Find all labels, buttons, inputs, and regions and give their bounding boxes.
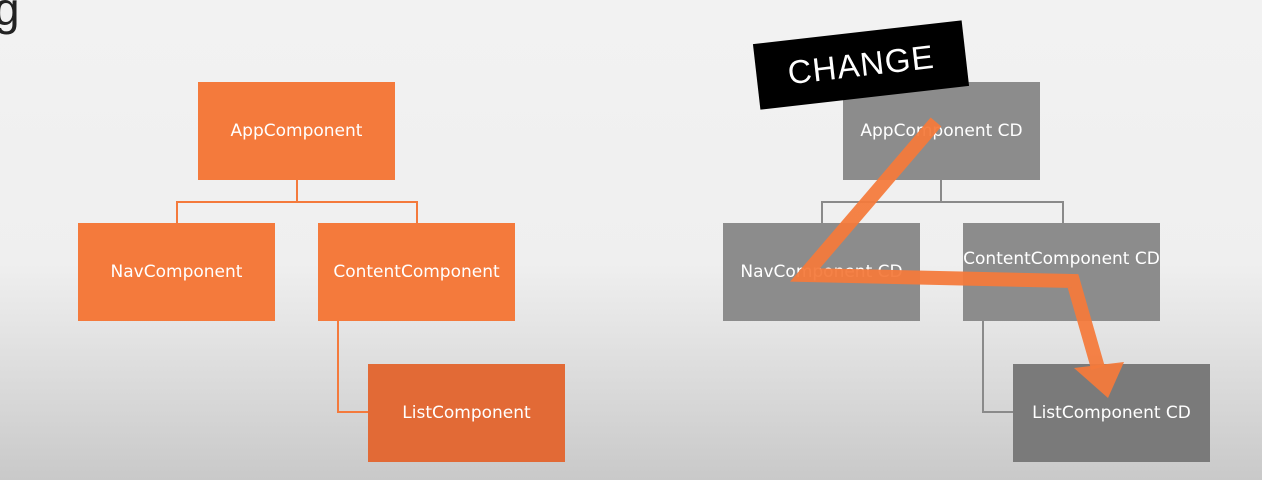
- left-connector-horizontal: [176, 201, 418, 203]
- app-component-label: AppComponent: [230, 120, 363, 141]
- left-connector-nav-drop: [176, 201, 178, 223]
- content-component-box: ContentComponent: [318, 223, 515, 321]
- left-connector-root-stem: [296, 180, 298, 202]
- nav-component-label: NavComponent: [110, 261, 243, 282]
- right-connector-nav-drop: [821, 201, 823, 223]
- right-connector-root-stem: [940, 180, 942, 202]
- content-component-cd-label: ContentComponent CD: [963, 249, 1160, 269]
- change-tag-label: CHANGE: [785, 37, 937, 92]
- left-connector-list-vertical: [337, 320, 339, 413]
- nav-component-box: NavComponent: [78, 223, 275, 321]
- app-component-box: AppComponent: [198, 82, 395, 180]
- list-component-label: ListComponent: [402, 402, 531, 423]
- content-component-cd-box: ContentComponent CD: [963, 223, 1160, 321]
- left-connector-list-horizontal: [337, 411, 369, 413]
- slide-title-fragment: g: [0, 0, 20, 35]
- list-component-box: ListComponent: [368, 364, 565, 462]
- list-component-cd-label: ListComponent CD: [1032, 402, 1191, 423]
- left-connector-content-drop: [416, 201, 418, 223]
- app-component-cd-box: AppComponent CD: [843, 82, 1040, 180]
- app-component-cd-label: AppComponent CD: [860, 120, 1023, 141]
- change-arrow-head: [1074, 362, 1124, 398]
- right-connector-list-vertical: [982, 320, 984, 413]
- change-arrow-path: [790, 117, 1105, 370]
- right-connector-list-horizontal: [982, 411, 1014, 413]
- right-connector-content-drop: [1062, 201, 1064, 223]
- right-connector-horizontal: [821, 201, 1064, 203]
- content-component-label: ContentComponent: [333, 261, 500, 282]
